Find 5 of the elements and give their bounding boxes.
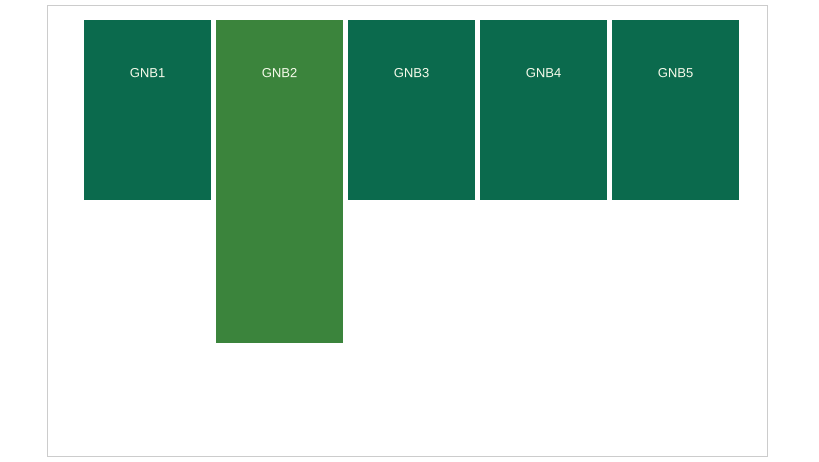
column-box: GNB5 [612,20,739,200]
column-box: GNB3 [348,20,475,200]
column-box: GNB1 [84,20,211,200]
column-box: GNB2 [216,20,343,343]
column-box: GNB4 [480,20,607,200]
